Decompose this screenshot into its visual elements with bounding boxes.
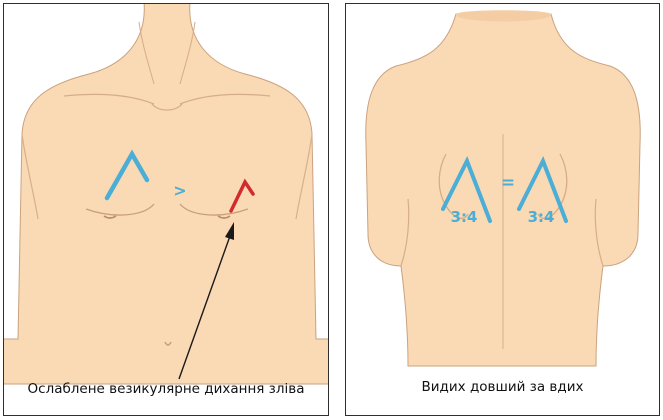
torso-front	[4, 4, 329, 384]
right-caption: Видих довший за вдих	[346, 379, 659, 395]
back-panel: 3:4 = 3:4 Видих довший за вдих	[345, 3, 660, 416]
back-illustration: 3:4 = 3:4	[346, 4, 660, 416]
left-ratio-label: 3:4	[451, 208, 478, 226]
right-ratio-label: 3:4	[528, 208, 555, 226]
comparison-symbol: >	[173, 181, 186, 200]
front-chest-illustration: >	[4, 4, 329, 416]
left-caption: Ослаблене везикулярне дихання зліва	[4, 381, 328, 397]
comparison-symbol: =	[501, 173, 515, 193]
front-chest-panel: > Ослаблене везикулярне дихання зліва	[3, 3, 329, 416]
